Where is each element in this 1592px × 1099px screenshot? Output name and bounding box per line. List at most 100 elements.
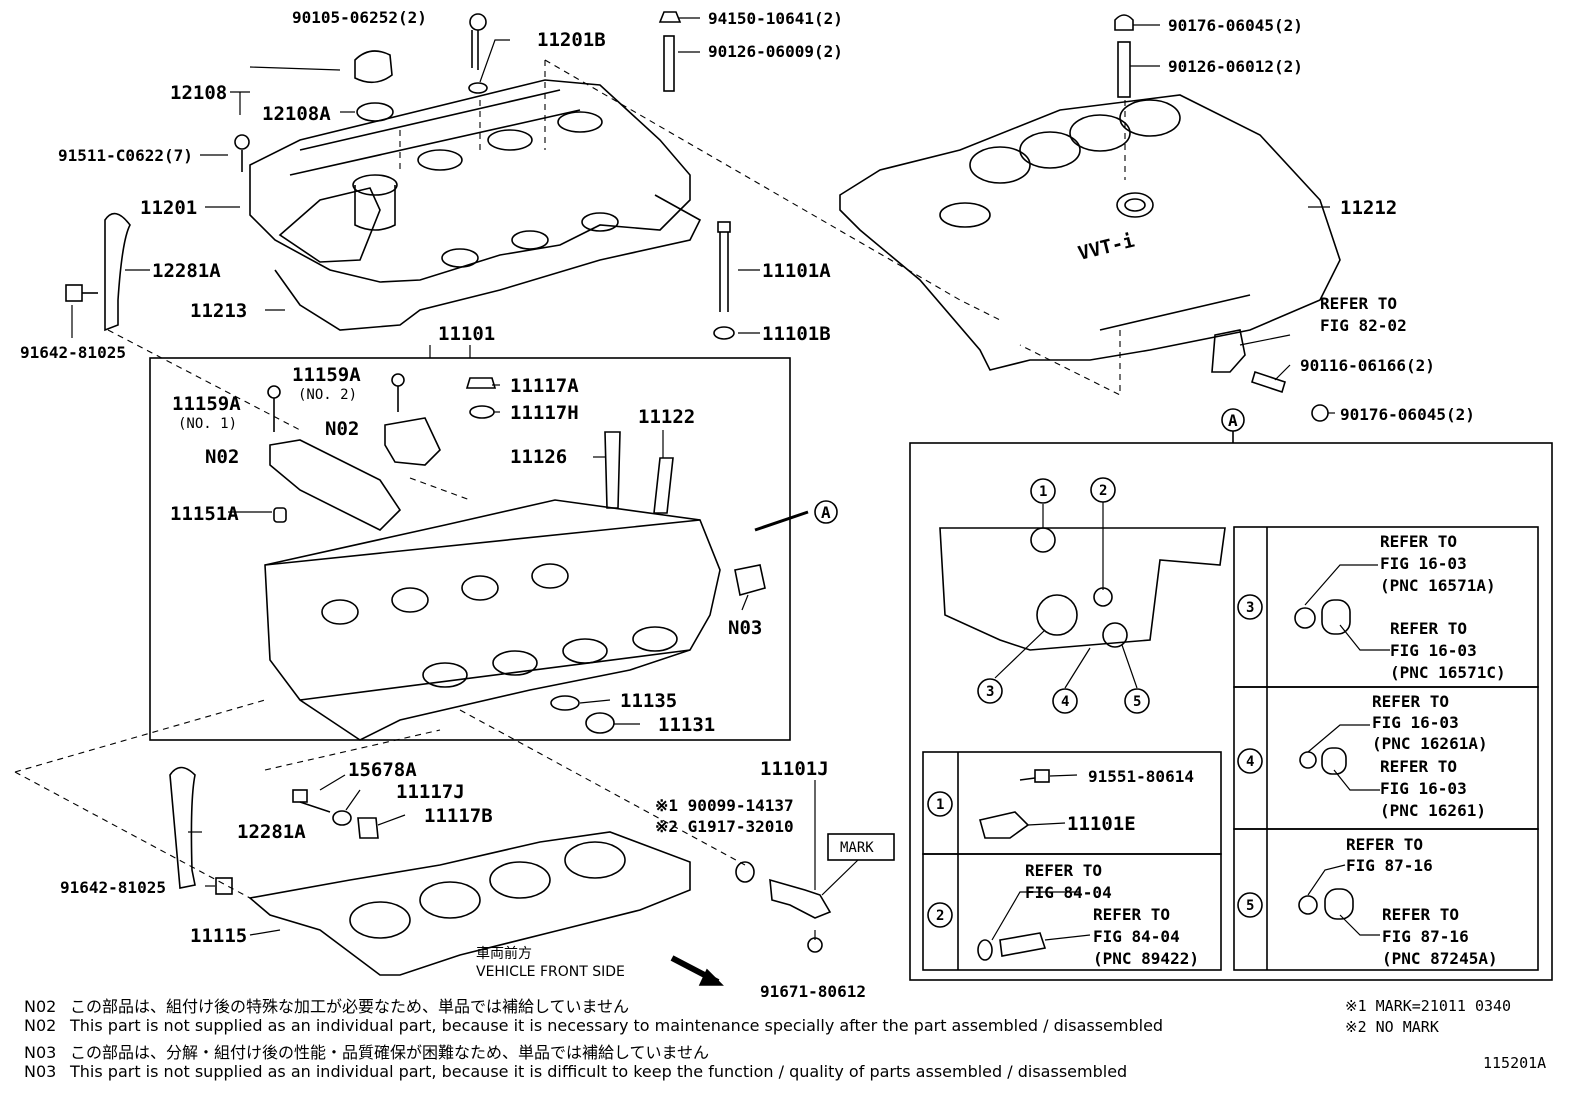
b2-pnc: (PNC 89422) bbox=[1093, 949, 1199, 968]
head-gasket bbox=[248, 831, 691, 976]
note-code: N03 bbox=[24, 1043, 57, 1062]
detail-a-box bbox=[909, 442, 1553, 981]
vvti-logo-text: VVT-i bbox=[1076, 230, 1137, 265]
label-N03: N03 bbox=[728, 617, 762, 639]
b2-refer1: REFER TO bbox=[1025, 861, 1102, 880]
b3-pnc1: (PNC 16571A) bbox=[1380, 576, 1496, 595]
detail-leaders bbox=[991, 502, 1390, 941]
label-90176-bottom: 90176-06045(2) bbox=[1340, 405, 1475, 424]
gasket-11117H bbox=[469, 405, 495, 419]
b4-refer2: REFER TO bbox=[1380, 757, 1457, 776]
bolt-91551 bbox=[1019, 769, 1050, 783]
label-G1917: ※2 G1917-32010 bbox=[655, 817, 794, 836]
label-91511: 91511-C0622(7) bbox=[58, 146, 193, 165]
label-12281A-top: 12281A bbox=[152, 260, 221, 282]
arrow-to-detail-a bbox=[754, 510, 809, 532]
cylinder-head bbox=[264, 499, 721, 741]
label-15678A: 15678A bbox=[348, 759, 417, 781]
nut-94150 bbox=[658, 11, 682, 23]
label-11159A-no1: 11159A bbox=[172, 393, 241, 415]
bolt-91642-bottom bbox=[215, 877, 233, 895]
note-text: この部品は、分解・組付け後の性能・品質確保が困難なため、単品では補給していません bbox=[70, 1043, 710, 1062]
label-91642-top: 91642-81025 bbox=[20, 343, 126, 362]
detail-circle-3-box: 3 bbox=[1246, 600, 1254, 616]
label-94150: 94150-10641(2) bbox=[708, 9, 843, 28]
gasket-11117J bbox=[332, 810, 352, 826]
b2-fig2: FIG 84-04 bbox=[1093, 927, 1180, 946]
b5-refer1: REFER TO bbox=[1346, 835, 1423, 854]
label-front-jp: 車両前方 bbox=[476, 945, 532, 962]
detail-a-engine-view bbox=[939, 527, 1226, 651]
b5-refer2: REFER TO bbox=[1382, 905, 1459, 924]
note-text: This part is not supplied as an individu… bbox=[70, 1016, 1164, 1035]
plug-11117A bbox=[465, 377, 497, 389]
nut-90176-bottom bbox=[1311, 404, 1329, 422]
b2-fig1: FIG 84-04 bbox=[1025, 883, 1112, 902]
label-11201: 11201 bbox=[140, 197, 197, 219]
detail-circle-4-box: 4 bbox=[1246, 754, 1254, 770]
stud-90116 bbox=[1251, 370, 1286, 394]
note-code: N02 bbox=[24, 997, 57, 1016]
mark-box bbox=[827, 833, 895, 861]
detail-circle-1-box: 1 bbox=[936, 797, 944, 813]
hose-clamp-5 bbox=[1298, 888, 1354, 920]
label-11159A-no2-sub: (NO. 2) bbox=[298, 387, 357, 403]
washer-11101B bbox=[713, 326, 735, 340]
engine-hanger-bottom bbox=[169, 766, 196, 889]
camshaft-cap-no1 bbox=[269, 439, 402, 531]
label-11117B: 11117B bbox=[424, 805, 493, 827]
detail-circle-5-view: 5 bbox=[1133, 694, 1141, 710]
label-11131: 11131 bbox=[658, 714, 715, 736]
bolt-11159A-no2 bbox=[391, 373, 405, 412]
note-text: この部品は、組付け後の特殊な加工が必要なため、単品では補給していません bbox=[70, 997, 630, 1016]
bolt-91642-top bbox=[65, 284, 98, 302]
b4-fig1: FIG 16-03 bbox=[1372, 713, 1459, 732]
guide-11122 bbox=[653, 457, 674, 514]
label-12108: 12108 bbox=[170, 82, 227, 104]
b5-pnc2: (PNC 87245A) bbox=[1382, 949, 1498, 968]
o-ring-90099 bbox=[735, 861, 755, 883]
b3-fig2: FIG 16-03 bbox=[1390, 641, 1477, 660]
plug-N03 bbox=[734, 564, 766, 597]
dashed-guides bbox=[14, 59, 1126, 899]
label-refer-82-b: FIG 82-02 bbox=[1320, 316, 1407, 335]
detail-circle-5-box: 5 bbox=[1246, 898, 1254, 914]
bolt-11159A-no1 bbox=[267, 385, 281, 432]
b4-fig2: FIG 16-03 bbox=[1380, 779, 1467, 798]
detail-circle-2-top: 2 bbox=[1099, 483, 1107, 499]
detail-box-5 bbox=[1233, 828, 1539, 971]
label-90116: 90116-06166(2) bbox=[1300, 356, 1435, 375]
engine-hanger-top bbox=[104, 212, 131, 332]
label-refer-82-a: REFER TO bbox=[1320, 294, 1397, 313]
label-11101A: 11101A bbox=[762, 260, 831, 282]
b3-refer1: REFER TO bbox=[1380, 532, 1457, 551]
label-11159A-no1-sub: (NO. 1) bbox=[178, 416, 237, 432]
cylinder-head-cover bbox=[249, 79, 691, 283]
b5-fig1: FIG 87-16 bbox=[1346, 856, 1433, 875]
plug-11117B bbox=[357, 817, 379, 839]
mark-note-2: ※2 NO MARK bbox=[1345, 1018, 1439, 1036]
label-11201B: 11201B bbox=[537, 29, 606, 51]
head-cover-gasket bbox=[274, 194, 702, 331]
label-mark: MARK bbox=[840, 840, 874, 856]
label-11115: 11115 bbox=[190, 925, 247, 947]
label-11101B: 11101B bbox=[762, 323, 831, 345]
label-11212: 11212 bbox=[1340, 197, 1397, 219]
guide-11126 bbox=[604, 431, 621, 509]
head-bolt-11101A bbox=[717, 221, 731, 312]
seal-11131 bbox=[585, 712, 615, 734]
b4-refer1: REFER TO bbox=[1372, 692, 1449, 711]
label-11117H: 11117H bbox=[510, 402, 579, 424]
label-12108A: 12108A bbox=[262, 103, 331, 125]
bolt-90105 bbox=[469, 13, 487, 70]
label-N02-b: N02 bbox=[205, 446, 239, 468]
bolt-91511 bbox=[234, 134, 250, 172]
label-11101J: 11101J bbox=[760, 758, 829, 780]
b2-refer2: REFER TO bbox=[1093, 905, 1170, 924]
label-11159A-no2: 11159A bbox=[292, 364, 361, 386]
detail-circles bbox=[927, 477, 1263, 928]
detail-circle-3-view: 3 bbox=[986, 684, 994, 700]
stud-90126-06009 bbox=[663, 35, 675, 92]
label-11117J: 11117J bbox=[396, 781, 465, 803]
